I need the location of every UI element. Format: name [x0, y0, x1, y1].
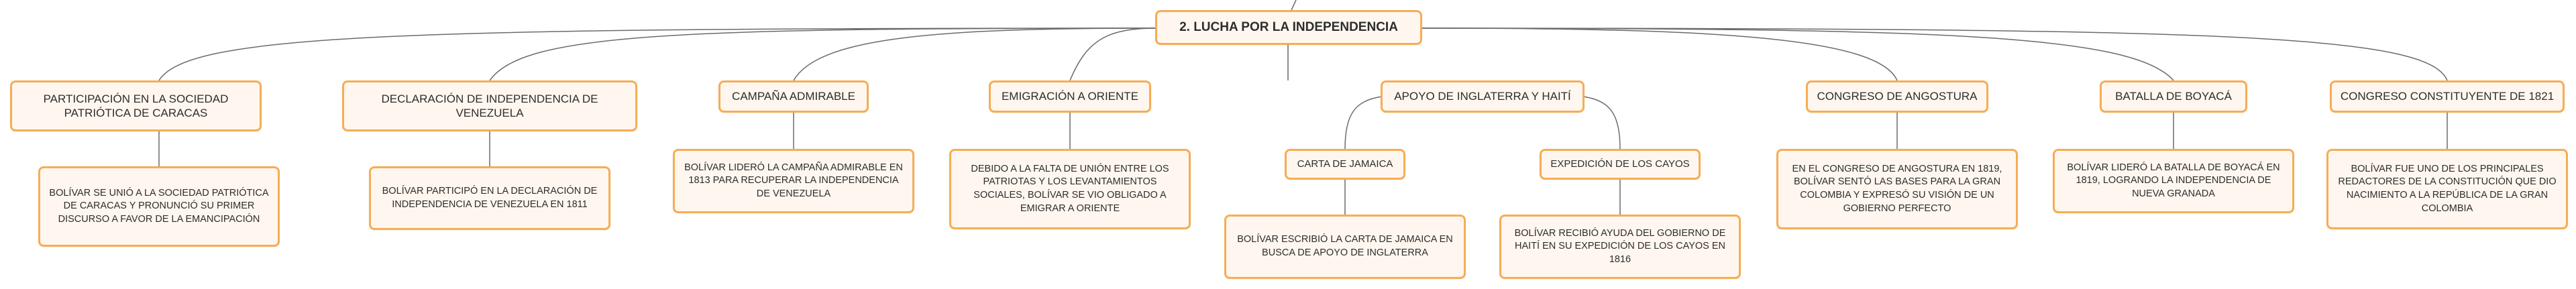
topic-title: DECLARACIÓN DE INDEPENDENCIA DE VENEZUEL…: [381, 92, 598, 119]
connector-root-topic-7: [1421, 27, 2174, 81]
detail-text: BOLÍVAR FUE UNO DE LOS PRINCIPALES REDAC…: [2338, 163, 2557, 214]
topic-title: BATALLA DE BOYACÁ: [2115, 90, 2232, 103]
connector-root-stub: [1291, 0, 1297, 11]
topic-node-congreso-constituyente[interactable]: CONGRESO CONSTITUYENTE DE 1821: [2330, 80, 2565, 113]
subtopic-title: CARTA DE JAMAICA: [1297, 158, 1393, 170]
detail-node-congreso-angostura[interactable]: EN EL CONGRESO DE ANGOSTURA EN 1819, BOL…: [1776, 149, 2018, 229]
detail-text: BOLÍVAR LIDERÓ LA CAMPAÑA ADMIRABLE EN 1…: [684, 162, 903, 199]
connector-root-topic-8: [1421, 27, 2448, 81]
root-node[interactable]: 2. LUCHA POR LA INDEPENDENCIA: [1155, 10, 1422, 45]
topic-node-campana-admirable[interactable]: CAMPAÑA ADMIRABLE: [718, 80, 869, 113]
topic-title: CONGRESO DE ANGOSTURA: [1817, 90, 1978, 103]
topic-title: CAMPAÑA ADMIRABLE: [732, 90, 855, 103]
connector-topic-5-sub-2: [1582, 96, 1621, 150]
topic-node-emigracion-oriente[interactable]: EMIGRACIÓN A ORIENTE: [989, 80, 1151, 113]
connector-root-topic-3: [793, 27, 1158, 81]
topic-title: CONGRESO CONSTITUYENTE DE 1821: [2340, 90, 2555, 103]
detail-node-expedicion-cayos[interactable]: BOLÍVAR RECIBIÓ AYUDA DEL GOBIERNO DE HA…: [1499, 215, 1741, 279]
connector-root-topic-4: [1069, 27, 1158, 81]
topic-node-declaracion-independencia[interactable]: DECLARACIÓN DE INDEPENDENCIA DE VENEZUEL…: [342, 80, 637, 131]
detail-node-emigracion-oriente[interactable]: DEBIDO A LA FALTA DE UNIÓN ENTRE LOS PAT…: [949, 149, 1191, 229]
subtopic-node-carta-jamaica[interactable]: CARTA DE JAMAICA: [1285, 149, 1405, 180]
detail-node-congreso-constituyente[interactable]: BOLÍVAR FUE UNO DE LOS PRINCIPALES REDAC…: [2326, 149, 2568, 229]
detail-text: BOLÍVAR RECIBIÓ AYUDA DEL GOBIERNO DE HA…: [1514, 227, 1726, 265]
topic-node-batalla-boyaca[interactable]: BATALLA DE BOYACÁ: [2100, 80, 2247, 113]
connector-topic-5-sub-1: [1344, 96, 1383, 150]
root-title: 2. LUCHA POR LA INDEPENDENCIA: [1179, 20, 1398, 35]
topic-title: EMIGRACIÓN A ORIENTE: [1001, 90, 1139, 103]
detail-text: BOLÍVAR PARTICIPÓ EN LA DECLARACIÓN DE I…: [382, 185, 598, 210]
detail-text: BOLÍVAR SE UNIÓ A LA SOCIEDAD PATRIÓTICA…: [49, 187, 269, 225]
topic-node-sociedad-patriotica[interactable]: PARTICIPACIÓN EN LA SOCIEDAD PATRIÓTICA …: [10, 80, 262, 131]
subtopic-title: EXPEDICIÓN DE LOS CAYOS: [1550, 158, 1690, 170]
topic-title: APOYO DE INGLATERRA Y HAITÍ: [1394, 90, 1571, 103]
detail-node-carta-jamaica[interactable]: BOLÍVAR ESCRIBIÓ LA CARTA DE JAMAICA EN …: [1224, 215, 1466, 279]
connector-root-topic-1: [158, 27, 1158, 81]
detail-node-sociedad-patriotica[interactable]: BOLÍVAR SE UNIÓ A LA SOCIEDAD PATRIÓTICA…: [38, 166, 280, 247]
detail-text: BOLÍVAR LIDERÓ LA BATALLA DE BOYACÁ EN 1…: [2067, 162, 2280, 199]
detail-node-campana-admirable[interactable]: BOLÍVAR LIDERÓ LA CAMPAÑA ADMIRABLE EN 1…: [673, 149, 914, 213]
detail-node-batalla-boyaca[interactable]: BOLÍVAR LIDERÓ LA BATALLA DE BOYACÁ EN 1…: [2053, 149, 2294, 213]
connector-root-topic-2: [489, 27, 1158, 81]
detail-text: BOLÍVAR ESCRIBIÓ LA CARTA DE JAMAICA EN …: [1237, 234, 1453, 258]
detail-node-declaracion-independencia[interactable]: BOLÍVAR PARTICIPÓ EN LA DECLARACIÓN DE I…: [369, 166, 610, 230]
connector-root-topic-6: [1421, 27, 1898, 81]
topic-title: PARTICIPACIÓN EN LA SOCIEDAD PATRIÓTICA …: [43, 92, 229, 119]
topic-node-apoyo-inglaterra-haiti[interactable]: APOYO DE INGLATERRA Y HAITÍ: [1381, 80, 1585, 113]
topic-node-congreso-angostura[interactable]: CONGRESO DE ANGOSTURA: [1806, 80, 1988, 113]
detail-text: EN EL CONGRESO DE ANGOSTURA EN 1819, BOL…: [1792, 163, 2002, 214]
detail-text: DEBIDO A LA FALTA DE UNIÓN ENTRE LOS PAT…: [971, 163, 1169, 214]
subtopic-node-expedicion-cayos[interactable]: EXPEDICIÓN DE LOS CAYOS: [1540, 149, 1701, 180]
